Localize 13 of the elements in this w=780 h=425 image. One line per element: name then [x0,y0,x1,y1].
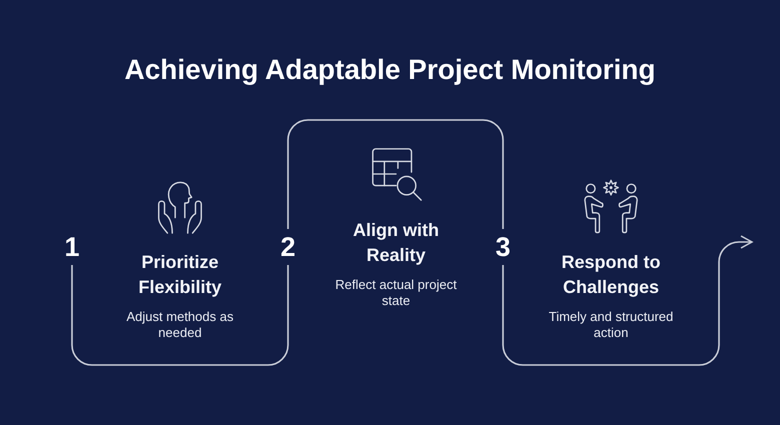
arrow [502,235,753,366]
connector-line [287,119,504,229]
connector-line [71,265,289,366]
step-number: 2 [280,234,296,260]
step-number: 1 [64,234,80,260]
step-number: 3 [495,234,511,260]
diagram-title: Achieving Adaptable Project Monitoring [124,53,656,87]
step-description: Timely and structured action [548,309,674,341]
step-description: Adjust methods as needed [126,309,234,341]
step-title: Align with Reality [352,219,440,267]
step-description: Reflect actual project state [334,277,458,309]
step-title: Prioritize Flexibility [137,251,223,299]
step-title: Respond to Challenges [560,251,662,299]
